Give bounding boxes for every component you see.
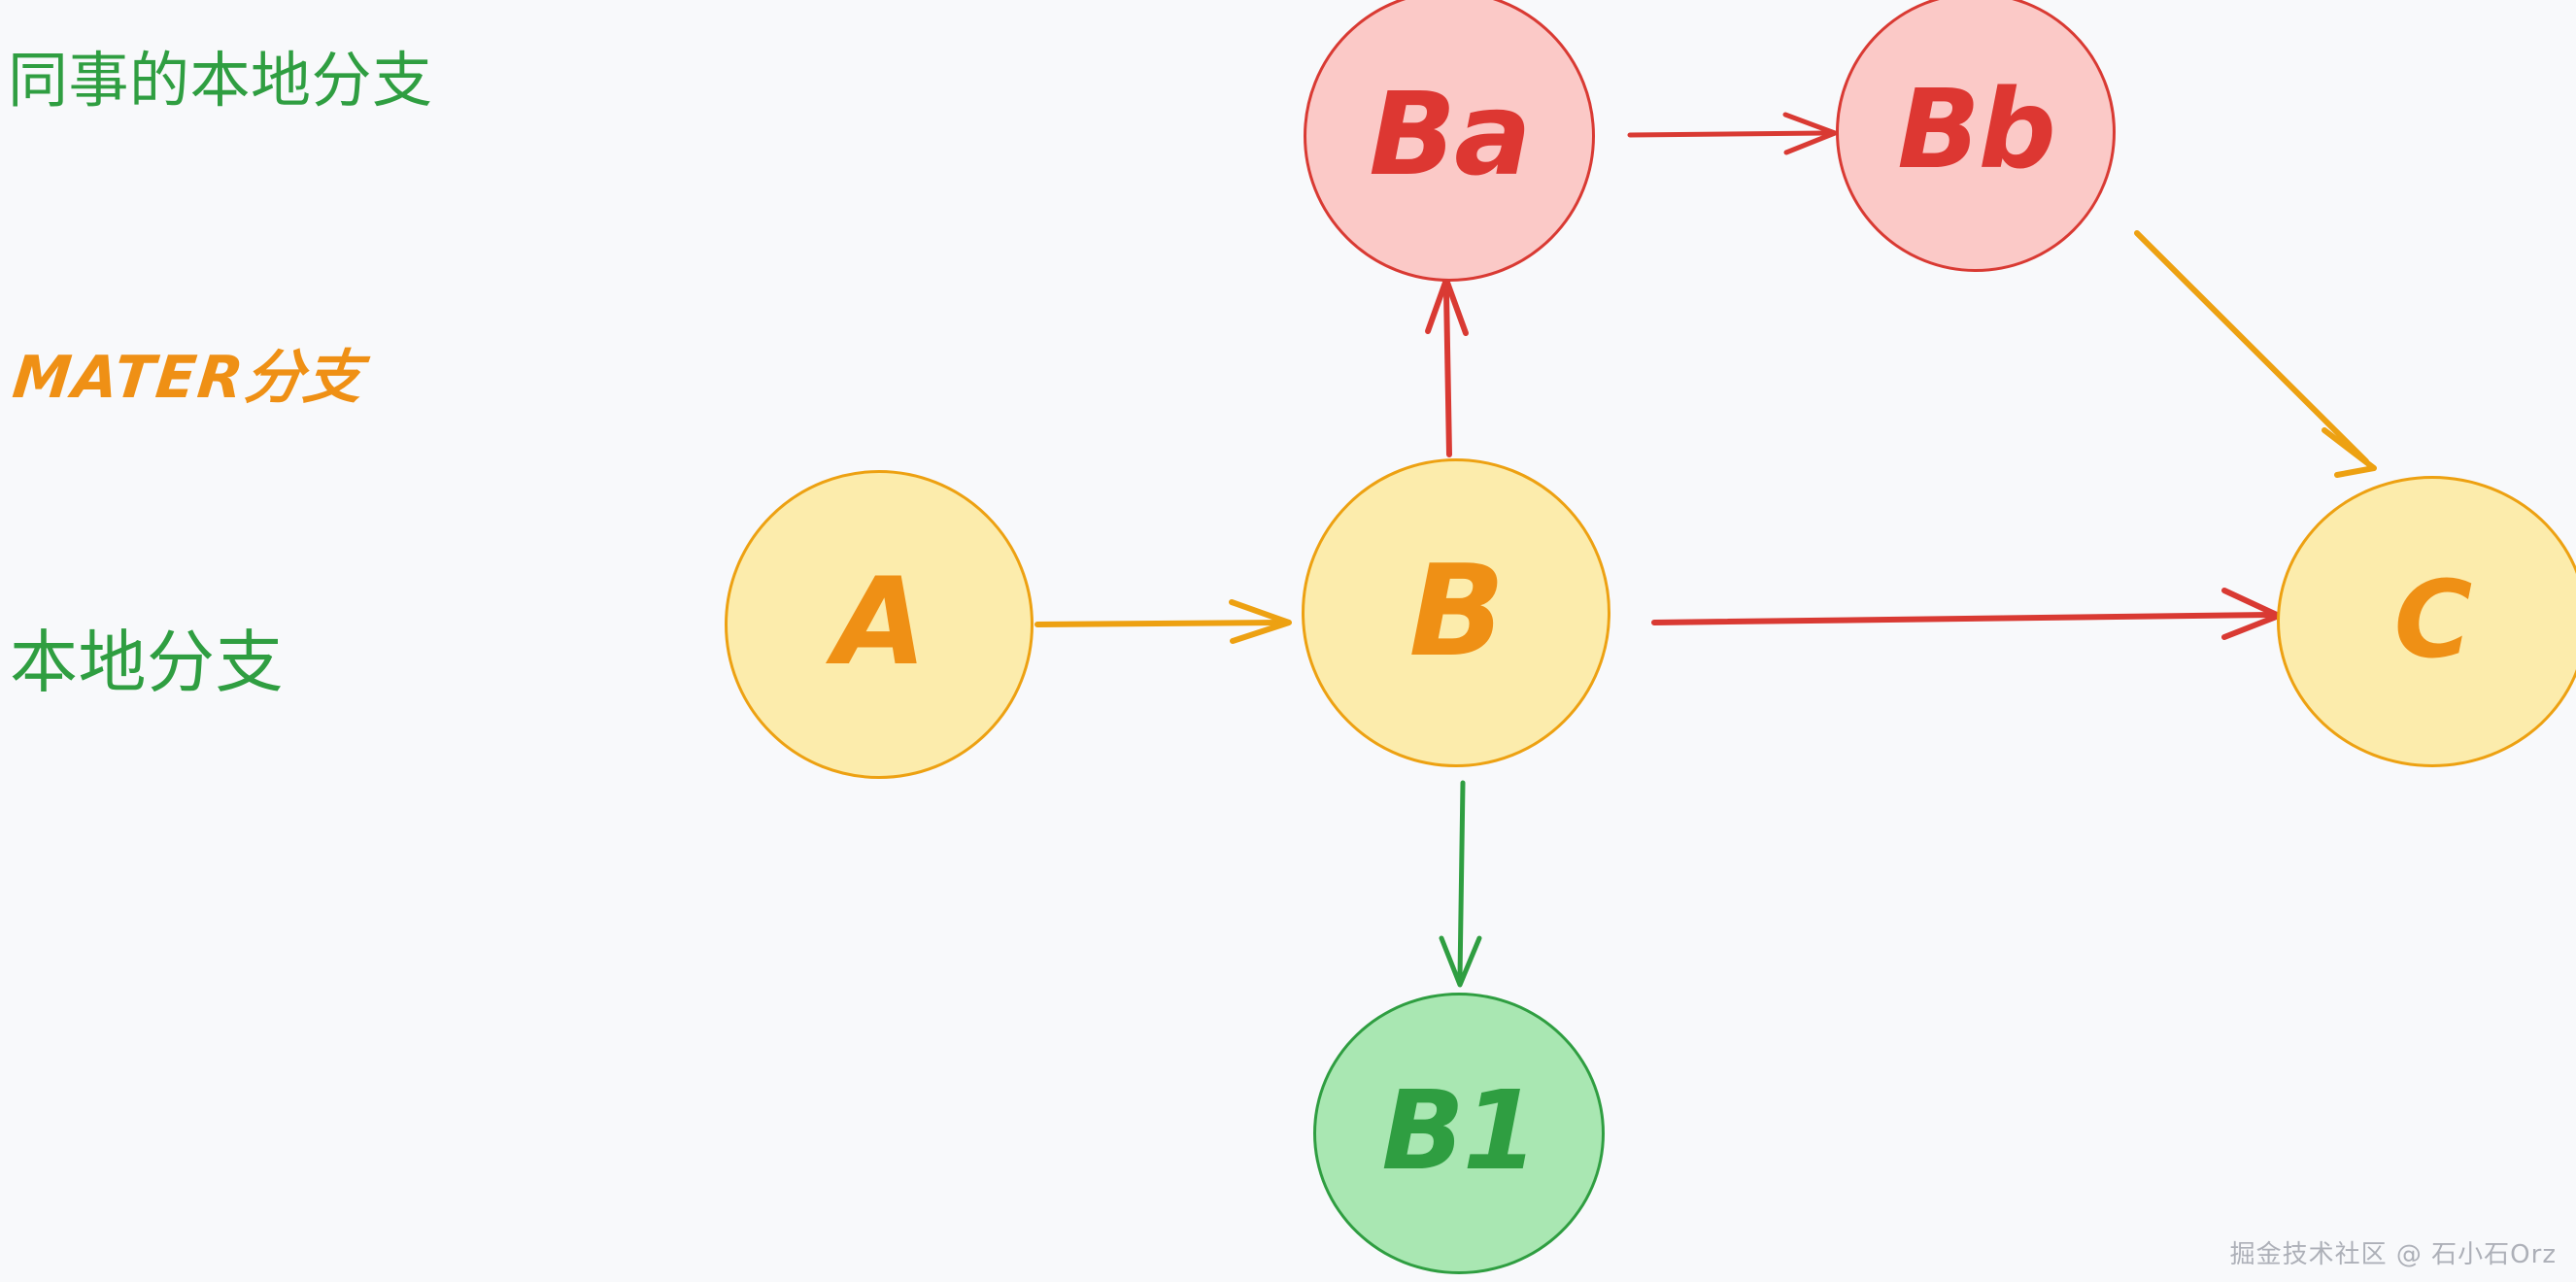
edge-a-to-b: [1034, 599, 1292, 644]
commit-node-a-label: A: [833, 553, 927, 692]
edge-b-to-b1: [1439, 780, 1482, 988]
lane-label-local-branch: 本地分支: [10, 623, 284, 702]
commit-node-ba-label: Ba: [1369, 67, 1532, 201]
commit-node-bb-label: Bb: [1897, 67, 2056, 193]
commit-node-b1[interactable]: B1: [1313, 993, 1605, 1274]
edge-bb-to-c: [2134, 230, 2377, 478]
lane-label-master-latin: MATER: [9, 344, 249, 412]
commit-node-b1-label: B1: [1381, 1068, 1538, 1195]
lane-label-master-branch: MATER分支: [9, 330, 367, 415]
lane-label-master-cjk: 分支: [241, 344, 366, 412]
edge-b-to-c: [1651, 588, 2282, 640]
commit-node-c[interactable]: C: [2277, 476, 2576, 767]
commit-node-bb[interactable]: Bb: [1836, 0, 2116, 272]
watermark: 掘金技术社区 @ 石小石Orz: [2229, 1240, 2557, 1269]
edge-b-to-ba: [1425, 277, 1469, 457]
commit-node-b-label: B: [1408, 537, 1505, 685]
commit-node-ba[interactable]: Ba: [1304, 0, 1595, 282]
lane-label-peer-branch: 同事的本地分支: [8, 45, 433, 116]
commit-node-b[interactable]: B: [1302, 458, 1610, 767]
edge-ba-to-bb: [1627, 112, 1838, 155]
commit-node-a[interactable]: A: [725, 470, 1034, 779]
commit-node-c-label: C: [2393, 557, 2473, 682]
